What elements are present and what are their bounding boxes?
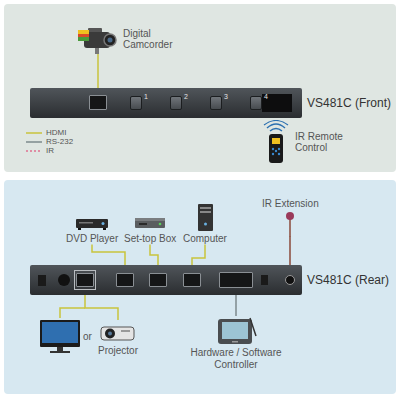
device-icon bbox=[74, 206, 110, 232]
legend-row: IR bbox=[26, 146, 73, 155]
free-label: or bbox=[83, 331, 92, 342]
remote-device: IR Remote Control bbox=[262, 120, 357, 164]
front-panel-area bbox=[4, 4, 396, 172]
projector-icon bbox=[99, 320, 137, 344]
button-number: 4 bbox=[264, 93, 268, 100]
device-icon bbox=[99, 320, 137, 344]
switch-rear-panel: VS481C (Rear) bbox=[30, 265, 302, 295]
device-label: DVD Player bbox=[66, 233, 118, 245]
legend-line-sample bbox=[26, 149, 42, 153]
cable-connector bbox=[97, 54, 99, 88]
device-icon bbox=[187, 204, 223, 232]
device-label: Projector bbox=[98, 345, 138, 357]
device-title: VS481C (Front) bbox=[307, 96, 391, 110]
device-label: Digital Camcorder bbox=[123, 28, 193, 51]
computer-device: Computer bbox=[183, 204, 227, 245]
device-icon bbox=[262, 120, 290, 164]
dc-jack bbox=[58, 274, 70, 286]
legend-text: RS-232 bbox=[46, 138, 73, 146]
monitor-icon bbox=[40, 320, 80, 353]
rs232-port bbox=[219, 272, 253, 288]
ir-extension-device: IR Extension bbox=[262, 198, 319, 237]
cable-connector bbox=[150, 245, 158, 266]
controller-device: Hardware / Software Controller bbox=[181, 316, 291, 370]
rear-panel-area bbox=[4, 180, 396, 394]
mode-switch bbox=[261, 275, 268, 285]
dvd-player-icon bbox=[74, 206, 110, 232]
ir-extension-icon bbox=[283, 211, 297, 237]
hdmi-port bbox=[89, 95, 107, 110]
front-button: 3 bbox=[210, 96, 222, 110]
cable-connector bbox=[289, 237, 291, 266]
camcorder-device: Digital Camcorder bbox=[78, 24, 193, 54]
device-label: Hardware / Software Controller bbox=[181, 347, 291, 370]
set-top-box-icon bbox=[132, 206, 168, 232]
cable-connector bbox=[85, 295, 118, 320]
device-icon bbox=[214, 316, 258, 346]
legend-text: IR bbox=[46, 147, 54, 155]
device-title: VS481C (Rear) bbox=[307, 273, 389, 287]
legend-row: RS-232 bbox=[26, 137, 73, 146]
hdmi-input-port bbox=[183, 273, 201, 287]
legend-text: HDMI bbox=[46, 129, 66, 137]
button-number: 2 bbox=[184, 93, 188, 100]
hdmi-input-port bbox=[149, 273, 167, 287]
set-top-box-device: Set-top Box bbox=[124, 206, 176, 245]
computer-icon bbox=[187, 204, 223, 232]
device-label: IR Extension bbox=[262, 198, 319, 210]
device-label: IR Remote Control bbox=[295, 131, 357, 154]
projector-device: Projector bbox=[98, 320, 138, 357]
hdmi-input-port bbox=[116, 273, 134, 287]
dvd-device: DVD Player bbox=[66, 206, 118, 245]
switch-front-panel: VS481C (Front)1234 bbox=[30, 88, 302, 118]
button-number: 1 bbox=[144, 93, 148, 100]
legend-line-sample bbox=[26, 131, 42, 135]
front-button: 2 bbox=[170, 96, 182, 110]
front-button: 1 bbox=[130, 96, 142, 110]
hdmi-wire bbox=[60, 308, 85, 318]
device-label: Set-top Box bbox=[124, 233, 176, 245]
legend-row: HDMI bbox=[26, 128, 73, 137]
cable-connector bbox=[235, 295, 237, 316]
camcorder-icon bbox=[78, 24, 118, 54]
legend-line-sample bbox=[26, 140, 42, 144]
remote-icon bbox=[262, 120, 290, 164]
device-icon bbox=[132, 206, 168, 232]
cable-connector bbox=[192, 245, 205, 266]
legend: HDMIRS-232IR bbox=[26, 128, 73, 155]
front-button: 4 bbox=[250, 96, 262, 110]
hdmi-output-port bbox=[76, 273, 94, 287]
device-icon bbox=[283, 211, 297, 237]
controller-icon bbox=[214, 316, 258, 346]
ir-jack bbox=[285, 275, 295, 285]
device-label: Computer bbox=[183, 233, 227, 245]
cable-connector bbox=[92, 245, 125, 266]
power-switch bbox=[38, 275, 46, 286]
device-icon bbox=[78, 24, 118, 54]
button-number: 3 bbox=[224, 93, 228, 100]
